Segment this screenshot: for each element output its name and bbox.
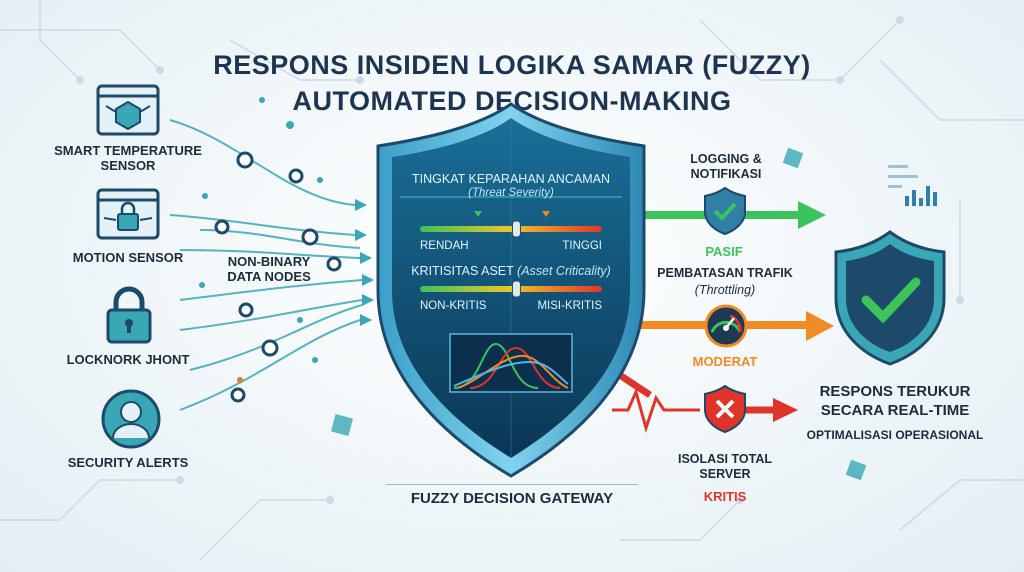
threat-high-label: TINGGI bbox=[562, 240, 602, 252]
moderate-subtitle: (Throttling) bbox=[694, 283, 756, 297]
motion-sensor-icon bbox=[96, 188, 160, 240]
passive-level: PASIF bbox=[705, 244, 743, 259]
asset-criticality-sub: (Asset Criticality) bbox=[517, 264, 611, 278]
result-shield-icon bbox=[834, 230, 946, 366]
fuzzy-shield bbox=[376, 102, 646, 478]
moderate-title: PEMBATASAN TRAFIK bbox=[657, 266, 793, 280]
x-shield-icon bbox=[704, 384, 746, 434]
security-alerts-label: SECURITY ALERTS bbox=[67, 455, 189, 470]
lock-label: LOCKNORK JHONT bbox=[66, 352, 190, 367]
moderate-level: MODERAT bbox=[692, 354, 758, 369]
critical-level: KRITIS bbox=[703, 489, 747, 504]
gauge-icon bbox=[704, 304, 748, 348]
result-title-1: RESPONS TERUKUR bbox=[819, 383, 971, 400]
threat-severity-label: TINGKAT KEPARAHAN ANCAMAN bbox=[412, 172, 610, 186]
temperature-sensor-label: SMART TEMPERATURE SENSOR bbox=[54, 143, 202, 173]
asset-slider-track bbox=[420, 286, 602, 292]
data-node-dots bbox=[214, 151, 342, 403]
user-alert-icon bbox=[101, 389, 161, 449]
passive-title: LOGGING & NOTIFIKASI bbox=[690, 152, 762, 181]
asset-criticality-label: KRITISITAS ASET (Asset Criticality) bbox=[396, 264, 626, 278]
mini-chart-icon bbox=[888, 165, 937, 206]
threat-slider-track bbox=[420, 226, 602, 232]
gateway-divider bbox=[386, 484, 638, 485]
critical-title: ISOLASI TOTAL SERVER bbox=[678, 452, 772, 481]
result-subtitle: OPTIMALISASI OPERASIONAL bbox=[806, 428, 984, 442]
mission-critical-label: MISI-KRITIS bbox=[537, 300, 602, 312]
lock-icon bbox=[106, 286, 152, 344]
threat-low-label: RENDAH bbox=[420, 240, 469, 252]
gateway-caption: FUZZY DECISION GATEWAY bbox=[410, 490, 614, 507]
non-critical-label: NON-KRITIS bbox=[420, 300, 487, 312]
result-title-2: SECARA REAL-TIME bbox=[820, 402, 970, 419]
asset-slider-knob bbox=[511, 280, 521, 298]
motion-sensor-label: MOTION SENSOR bbox=[72, 250, 184, 265]
non-binary-label: NON-BINARY DATA NODES bbox=[227, 254, 311, 284]
check-shield-icon bbox=[704, 186, 746, 236]
title-line-1: RESPONS INSIDEN LOGIKA SAMAR (FUZZY) bbox=[213, 50, 811, 80]
temperature-sensor-icon bbox=[96, 84, 160, 136]
threat-slider-knob bbox=[511, 220, 521, 238]
threat-severity-sublabel: (Threat Severity) bbox=[468, 187, 554, 199]
asset-criticality-main: KRITISITAS ASET bbox=[411, 264, 514, 278]
